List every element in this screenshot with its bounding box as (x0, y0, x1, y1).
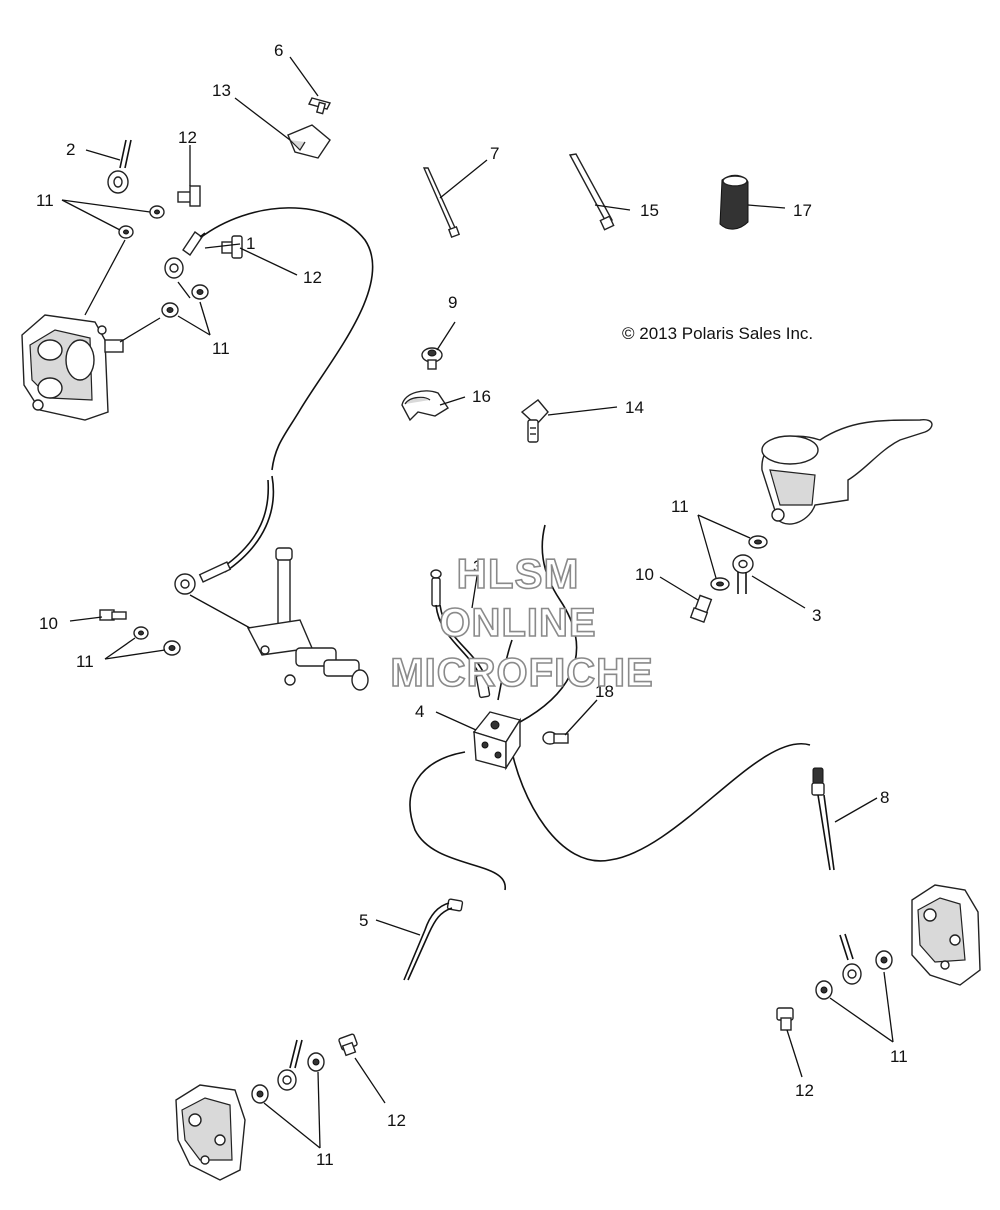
part-3-banjo-right (732, 554, 754, 594)
callout-6: 6 (274, 41, 283, 60)
brake-hoses (199, 207, 811, 891)
part-6-screw (307, 97, 332, 115)
callout-15: 15 (640, 201, 659, 220)
part-15-cable-tie (568, 153, 615, 231)
callout-2: 2 (66, 140, 75, 159)
washers-11-left (133, 626, 181, 656)
callout-11: 11 (76, 652, 94, 671)
hose-block-top (497, 639, 513, 701)
callout-12: 12 (387, 1111, 406, 1130)
part-12-bolt-mid (221, 235, 243, 259)
washers-11-right (710, 535, 768, 591)
watermark-line-2: ONLINE (439, 601, 596, 645)
part-4-distribution-block (472, 711, 522, 771)
part-12-bolt-rear-right (776, 1007, 794, 1031)
rear-left-hose (409, 751, 506, 891)
callout-labels: 6 13 2 12 11 1 12 11 7 15 17 © 2013 Pola… (36, 41, 908, 1169)
callout-5: 5 (359, 911, 368, 930)
caliper-rear-left (175, 1084, 246, 1181)
copyright-notice: © 2013 Polaris Sales Inc. (622, 324, 813, 343)
callout-3: 3 (473, 557, 482, 576)
part-10-bolt-left (99, 609, 127, 621)
watermark-line-3: MICROFICHE (390, 651, 653, 695)
callout-14: 14 (625, 398, 644, 417)
rear-left-fitting (251, 1039, 325, 1104)
part-2-banjo-fitting (107, 139, 132, 194)
part-5-brake-line (403, 898, 464, 981)
callout-12: 12 (178, 128, 197, 147)
callout-10: 10 (39, 614, 58, 633)
callout-16: 16 (472, 387, 491, 406)
part-18-screw (542, 731, 569, 745)
part-10-bolt-right (689, 594, 713, 623)
front-hose-upper (199, 207, 374, 471)
watermark-line-1: HLSM (457, 550, 580, 597)
callout-1: 1 (246, 234, 255, 253)
watermark: HLSM ONLINE MICROFICHE (390, 549, 654, 696)
hose-to-block (519, 524, 578, 723)
rear-right-hose (509, 741, 811, 862)
callout-18: 18 (595, 682, 614, 701)
callout-3: 3 (812, 606, 821, 625)
rear-right-fitting (815, 933, 893, 1000)
callout-12: 12 (303, 268, 322, 287)
part-13-clip (287, 124, 331, 159)
callout-4: 4 (415, 702, 424, 721)
caliper-rear-right (911, 884, 981, 986)
callout-10: 10 (635, 565, 654, 584)
callout-8: 8 (880, 788, 889, 807)
master-cylinder-handlebar (761, 419, 933, 525)
callout-13: 13 (212, 81, 231, 100)
part-12-bolt-top (177, 185, 201, 207)
callout-11: 11 (212, 339, 230, 358)
master-cylinder-foot (246, 547, 369, 691)
part-12-bolt-rear-left (338, 1033, 358, 1057)
caliper-front-left (21, 314, 124, 421)
callout-11: 11 (316, 1150, 334, 1169)
leader-lines (61, 56, 894, 1149)
front-hose-fitting (174, 561, 232, 595)
front-hose-lower (221, 479, 270, 569)
part-9-screw (421, 347, 443, 370)
front-hose-lower-2 (224, 475, 275, 573)
part-14-fitting (520, 399, 549, 443)
washers-11-top (118, 205, 165, 239)
part-7-cable-tie (422, 167, 461, 239)
callout-11: 11 (890, 1047, 908, 1066)
part-1-hose-fitting (164, 231, 206, 279)
callout-11: 11 (36, 191, 54, 210)
washers-11-mid (161, 284, 209, 318)
part-3-center-hose (430, 569, 491, 699)
part-16-clamp (401, 390, 449, 422)
callout-9: 9 (448, 293, 457, 312)
callout-7: 7 (490, 144, 499, 163)
part-8-brake-line (811, 767, 835, 871)
part-17-spring-sleeve (719, 174, 749, 230)
callout-12: 12 (795, 1081, 814, 1100)
callout-17: 17 (793, 201, 812, 220)
callout-11: 11 (671, 497, 689, 516)
